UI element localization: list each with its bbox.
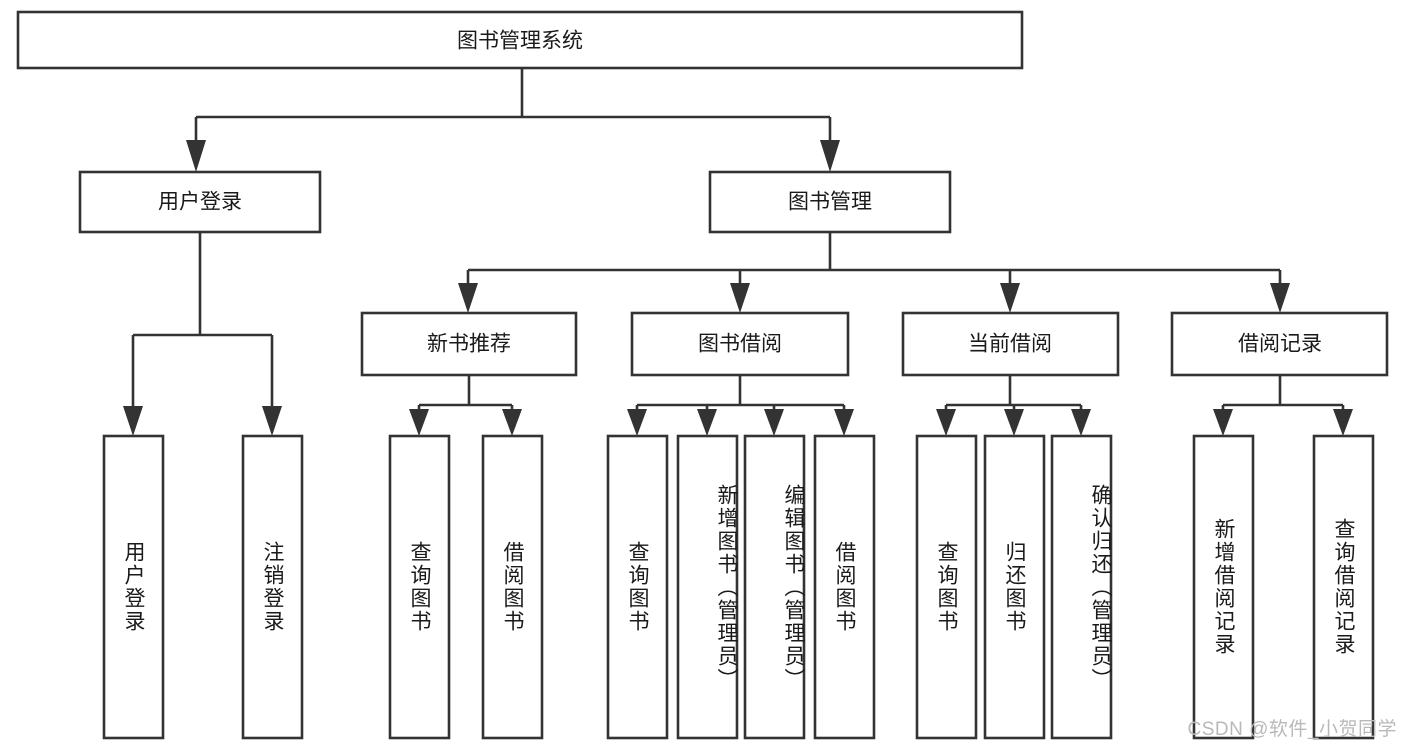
leaf-box-query-book-1[interactable] bbox=[388, 434, 451, 740]
arrow-leaf-user-login bbox=[123, 406, 143, 436]
leaf-box-query-book-3[interactable] bbox=[915, 434, 978, 740]
node-new-book-recommend-label: 新书推荐 bbox=[427, 333, 511, 356]
leaf-box-logout[interactable] bbox=[241, 434, 304, 740]
arrow-leaf-query-record bbox=[1333, 409, 1353, 436]
leaf-box-query-record[interactable] bbox=[1312, 434, 1375, 740]
node-root-label: 图书管理系统 bbox=[457, 30, 583, 53]
node-borrow-record-box[interactable] bbox=[1170, 311, 1389, 377]
node-user-login-label: 用户登录 bbox=[158, 191, 242, 214]
arrow-leaf-query-book-2 bbox=[627, 409, 647, 436]
node-new-book-recommend[interactable]: 新书推荐 bbox=[360, 311, 578, 377]
watermark: CSDN @软件_小贺同学 bbox=[1187, 719, 1397, 740]
arrow-user-login bbox=[186, 140, 206, 172]
node-new-book-recommend-box[interactable] bbox=[360, 311, 578, 377]
node-current-borrow-box[interactable] bbox=[901, 311, 1120, 377]
node-user-login[interactable]: 用户登录 bbox=[78, 170, 322, 234]
node-root-box[interactable] bbox=[16, 10, 1024, 70]
arrow-new-book bbox=[458, 283, 478, 313]
leaf-box-edit-book[interactable] bbox=[743, 434, 806, 740]
arrow-current-borrow bbox=[1000, 283, 1020, 313]
arrow-leaf-add-record bbox=[1213, 409, 1233, 436]
arrow-leaf-borrow-book-1 bbox=[502, 409, 522, 436]
node-borrow-record[interactable]: 借阅记录 bbox=[1170, 311, 1389, 377]
leaf-box-add-record[interactable] bbox=[1192, 434, 1255, 740]
arrow-book-manage bbox=[820, 140, 840, 172]
leaf-box-query-book-2[interactable] bbox=[606, 434, 669, 740]
node-book-manage[interactable]: 图书管理 bbox=[708, 170, 952, 234]
arrow-book-borrow bbox=[730, 283, 750, 313]
node-root[interactable]: 图书管理系统 bbox=[16, 10, 1024, 70]
arrow-leaf-add-book bbox=[697, 409, 717, 436]
arrow-borrow-record bbox=[1270, 283, 1290, 313]
node-current-borrow[interactable]: 当前借阅 bbox=[901, 311, 1120, 377]
arrow-leaf-return-book bbox=[1004, 409, 1024, 436]
node-book-borrow[interactable]: 图书借阅 bbox=[630, 311, 850, 377]
node-borrow-record-label: 借阅记录 bbox=[1238, 333, 1322, 356]
arrow-leaf-borrow-book-2 bbox=[834, 409, 854, 436]
leaf-box-return-book[interactable] bbox=[983, 434, 1046, 740]
leaf-box-confirm-return[interactable] bbox=[1050, 434, 1113, 740]
arrow-leaf-query-book-3 bbox=[936, 409, 956, 436]
arrow-leaf-logout bbox=[262, 406, 282, 436]
arrow-leaf-query-book-1 bbox=[409, 409, 429, 436]
node-book-borrow-label: 图书借阅 bbox=[698, 333, 782, 356]
leaf-box-user-login[interactable] bbox=[102, 434, 165, 740]
node-current-borrow-label: 当前借阅 bbox=[968, 333, 1052, 356]
leaf-box-borrow-book-2[interactable] bbox=[813, 434, 876, 740]
node-book-manage-label: 图书管理 bbox=[788, 191, 872, 214]
arrow-leaf-edit-book bbox=[764, 409, 784, 436]
arrow-leaf-confirm-return bbox=[1071, 409, 1091, 436]
leaf-box-borrow-book-1[interactable] bbox=[481, 434, 544, 740]
node-book-borrow-box[interactable] bbox=[630, 311, 850, 377]
node-book-manage-box[interactable] bbox=[708, 170, 952, 234]
leaf-box-add-book[interactable] bbox=[676, 434, 739, 740]
